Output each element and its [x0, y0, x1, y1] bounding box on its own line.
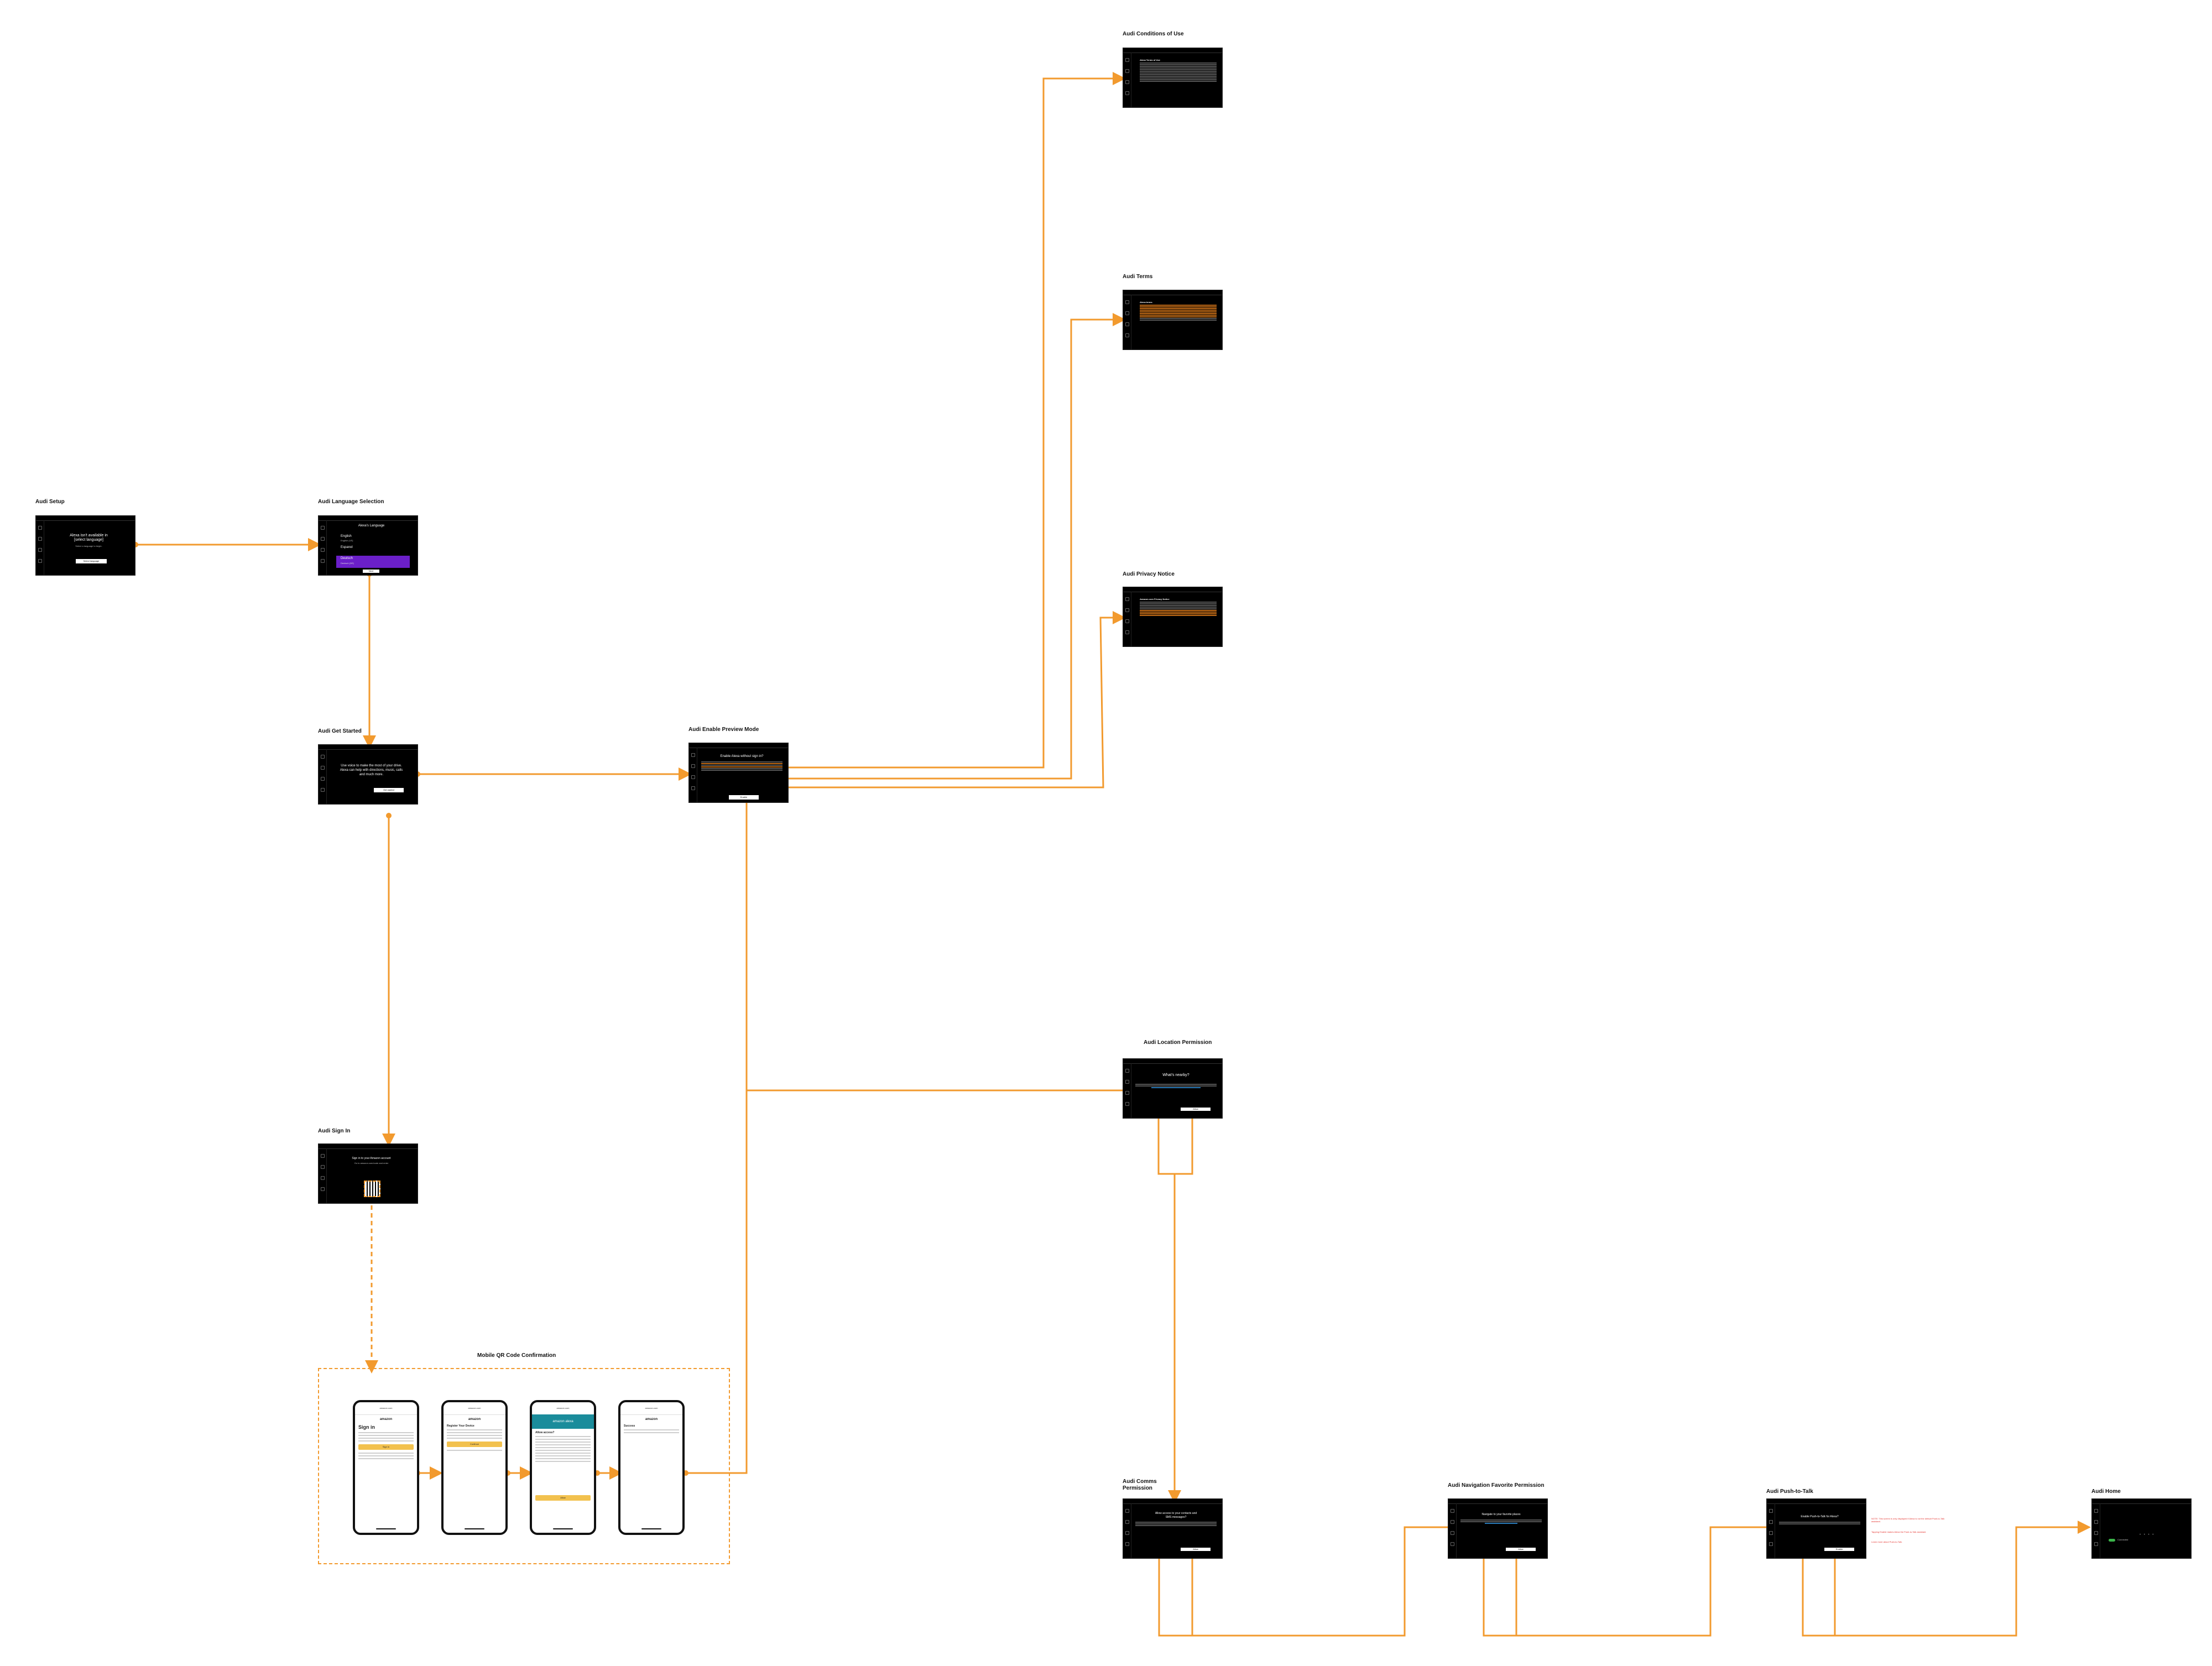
- language-item-deutsch[interactable]: Deutsch: [341, 557, 353, 560]
- wire-location-to-comms: [1157, 1113, 1193, 1175]
- label-privacy-notice: Audi Privacy Notice: [1123, 571, 1175, 577]
- preview-title: Enable Alexa without sign in?: [720, 755, 764, 758]
- screen-audi-setup: Alexa isn't available in [select languag…: [35, 515, 135, 576]
- label-comms-permission-2: Permission: [1123, 1485, 1152, 1491]
- getstarted-title-3: and much more.: [359, 773, 384, 776]
- location-allow-button[interactable]: Allow: [1181, 1108, 1211, 1111]
- phone-success: amazon.com amazon Success: [618, 1400, 685, 1535]
- comms-title-1: Allow access to your contacts and: [1155, 1512, 1197, 1515]
- screen-language-selection: Alexa's Language English English (US) Es…: [318, 515, 418, 576]
- label-audi-setup: Audi Setup: [35, 499, 65, 505]
- enable-preview-button[interactable]: Enable: [729, 795, 759, 800]
- phone-sign-in-button[interactable]: Sign in: [358, 1444, 414, 1450]
- label-mobile-qr: Mobile QR Code Confirmation: [477, 1352, 556, 1359]
- language-header: Alexa's Language: [358, 524, 385, 528]
- terms-heading: Alexa terms: [1140, 301, 1152, 304]
- screen-location-permission: What's nearby? Allow: [1123, 1058, 1223, 1119]
- ptt-enable-button[interactable]: Enable: [1824, 1548, 1854, 1551]
- wire-ptt-to-home: [1802, 1550, 1836, 1637]
- ptt-note-3: Learn more about Push-to-Talk.: [1871, 1540, 1903, 1543]
- label-get-started: Audi Get Started: [318, 728, 362, 734]
- mobile-qr-group: [318, 1368, 730, 1564]
- label-push-to-talk: Audi Push-to-Talk: [1766, 1489, 1813, 1495]
- wire-nav-to-ptt: [1483, 1550, 1517, 1637]
- label-enable-preview: Audi Enable Preview Mode: [688, 727, 759, 733]
- setup-sub: Select a language to begin.: [75, 545, 102, 547]
- pager-dots-icon: • • • •: [2140, 1533, 2155, 1537]
- wire-phones-to-preview: [686, 1090, 748, 1474]
- setup-title-1: Alexa isn't available in: [70, 534, 108, 537]
- phone-sign-in: amazon.com amazon Sign in Sign in: [353, 1400, 419, 1535]
- comms-allow-button[interactable]: Allow: [1181, 1548, 1211, 1551]
- ptt-title: Enable Push-to-Talk for Alexa?: [1801, 1515, 1839, 1518]
- screen-enable-preview: Enable Alexa without sign in? Enable: [688, 743, 789, 803]
- language-selected-row[interactable]: [336, 556, 410, 568]
- wire-preview-to-conditions: [769, 72, 1126, 769]
- language-item-english[interactable]: English: [341, 535, 352, 538]
- getstarted-title-1: Use voice to make the most of your drive…: [341, 764, 402, 767]
- screen-terms: Alexa terms: [1123, 290, 1223, 350]
- screen-home: Connected • • • •: [2091, 1498, 2192, 1559]
- label-sign-in: Audi Sign In: [318, 1128, 351, 1134]
- phone-alexa-allow: amazon.com amazon alexa Allow access? Al…: [530, 1400, 596, 1535]
- screen-sign-in: Sign in to your Amazon account Go to ama…: [318, 1143, 418, 1204]
- label-language-selection: Audi Language Selection: [318, 499, 384, 505]
- screen-push-to-talk: Enable Push-to-Talk for Alexa? Enable: [1766, 1498, 1866, 1559]
- location-title: What's nearby?: [1162, 1073, 1190, 1077]
- ptt-note-2: Tapping Enable makes Alexa the Push-to-T…: [1871, 1531, 1927, 1533]
- wire-comms-to-nav: [1158, 1550, 1193, 1637]
- navfav-allow-button[interactable]: Allow: [1506, 1548, 1536, 1551]
- phone-register-device: amazon.com amazon Register Your Device C…: [441, 1400, 508, 1535]
- screen-conditions-of-use: Alexa Terms of Use: [1123, 48, 1223, 108]
- screen-privacy-notice: Amazon.com Privacy Notice: [1123, 587, 1223, 647]
- label-conditions-of-use: Audi Conditions of Use: [1123, 31, 1184, 37]
- screen-nav-favorite-permission: Navigate to your favorite places Allow: [1448, 1498, 1548, 1559]
- signin-title: Sign in to your Amazon account: [352, 1157, 391, 1160]
- home-status: Connected: [2117, 1538, 2128, 1541]
- language-item-espanol[interactable]: Espanol: [341, 546, 353, 549]
- signin-sub: Go to amazon.com/code and enter: [354, 1162, 389, 1164]
- screen-comms-permission: Allow access to your contacts and SMS me…: [1123, 1498, 1223, 1559]
- screen-get-started: Use voice to make the most of your drive…: [318, 744, 418, 805]
- label-nav-favorite: Audi Navigation Favorite Permission: [1448, 1482, 1545, 1489]
- label-comms-permission-1: Audi Comms: [1123, 1479, 1157, 1485]
- select-language-button[interactable]: Select language: [76, 559, 107, 563]
- conditions-heading: Alexa Terms of Use: [1140, 59, 1160, 61]
- ptt-note-1: NOTE: This screen is only displayed if A…: [1871, 1517, 1945, 1523]
- phone-allow-button[interactable]: Allow: [535, 1495, 591, 1501]
- comms-title-2: SMS messages?: [1165, 1516, 1187, 1519]
- privacy-heading: Amazon.com Privacy Notice: [1140, 598, 1170, 600]
- wire-preview-to-location: [745, 799, 1147, 1097]
- home-toggle-icon[interactable]: [2109, 1539, 2115, 1542]
- wire-preview-to-privacy: [769, 611, 1126, 788]
- navfav-title: Navigate to your favorite places: [1481, 1513, 1521, 1516]
- label-location-permission: Audi Location Permission: [1144, 1040, 1212, 1046]
- label-home: Audi Home: [2091, 1489, 2121, 1495]
- wire-preview-to-terms: [769, 313, 1126, 780]
- language-next-button[interactable]: Next: [363, 570, 379, 573]
- get-started-button[interactable]: Get started: [374, 788, 404, 792]
- getstarted-title-2: Alexa can help with directions, music, c…: [340, 769, 403, 772]
- setup-title-2: [select language]: [74, 538, 103, 542]
- label-terms: Audi Terms: [1123, 274, 1153, 280]
- qr-code-icon: [364, 1181, 380, 1197]
- phone-continue-button[interactable]: Continue: [447, 1442, 502, 1447]
